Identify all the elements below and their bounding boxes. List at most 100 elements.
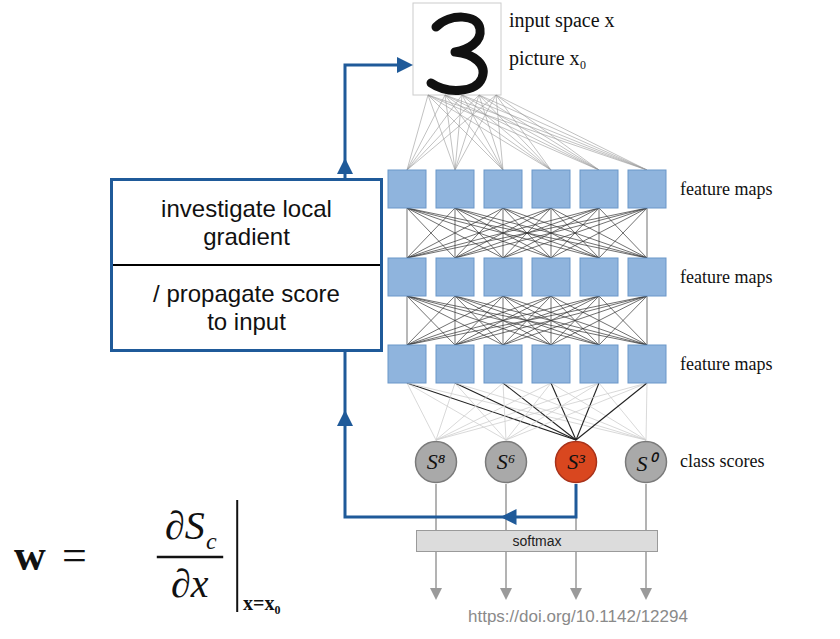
class-score-label: S⁰ [637,447,656,477]
box-text: / propagate score to input [147,280,347,335]
feature-map-square [484,258,522,296]
weight-line [503,383,506,440]
weight-line [599,296,647,345]
feature-map-square [388,345,426,383]
feature-map-squares [388,170,666,383]
formula-strokes [157,500,237,612]
text-block: / propagate score to input [113,266,380,349]
feature-map-square [484,345,522,383]
weight-line [407,296,599,345]
weight-line [496,95,599,170]
weight-line [436,383,647,440]
weight-line [503,296,647,345]
weight-line [496,95,551,170]
feature-map-square [388,170,426,208]
softmax-bar: softmax [416,530,658,552]
weight-line [407,208,455,258]
box-text: investigate local gradient [147,195,347,250]
class-score-label: S³ [567,449,585,475]
weight-line [428,95,551,170]
weight-line [407,296,455,345]
weight-line [496,95,503,170]
weight-line [599,383,646,440]
circle-shape [556,442,597,483]
feature-map-square [580,345,618,383]
softmax-label: softmax [512,531,561,551]
weight-line [599,208,647,258]
weight-line [576,383,647,440]
weight-line [647,208,648,258]
feature-map-square [532,345,570,383]
weight-line [445,95,647,170]
output-arrow-head [640,588,652,600]
weight-line [503,208,647,258]
weight-line [407,208,647,258]
weight-line [407,296,503,345]
weight-line [436,383,551,440]
weight-line [551,208,647,258]
weight-line [455,296,647,345]
text-block: investigate local gradient [113,181,380,266]
weight-line [407,95,479,170]
process-box: investigate local gradient / propagate sc… [110,178,383,352]
class-score-label: S⁶ [497,449,516,475]
weight-line [407,296,599,345]
weight-line [455,208,647,258]
weight-line [506,383,647,440]
formula-subscript: x=x₀ [243,592,280,615]
weight-line [479,95,647,170]
formula-symbol: = [62,530,87,581]
weight-line [506,383,551,440]
arrow-head [501,509,517,525]
weight-line [407,95,445,170]
weight-line [407,296,503,345]
weight-line [455,383,506,440]
weight-line [599,208,647,258]
weight-line [407,208,455,258]
layer-label: feature maps [680,354,772,375]
formula-symbol: ∂x [171,560,209,607]
evaluation-bar [236,500,238,612]
weight-line [407,208,408,258]
arrow-head [337,158,353,174]
weight-line [551,383,576,440]
feature-map-square [628,170,666,208]
circle-shape [486,442,527,483]
layer-label: feature maps [680,179,772,200]
circle-shape [416,442,457,483]
class-score-circle: S³ [554,440,598,484]
weight-line [407,208,599,258]
weight-line [551,296,647,345]
weight-line [551,383,646,440]
picture-heading: picture x₀ [509,47,587,70]
feature-map-square [484,170,522,208]
feature-map-square [532,258,570,296]
feature-map-square [436,345,474,383]
picture-heading: input space x [509,9,615,32]
weight-line [506,383,599,440]
weight-line [503,208,647,258]
circle-shape [626,442,667,483]
weight-line [599,296,647,345]
feature-map-square [388,258,426,296]
formula-subscript: c [206,528,217,555]
weight-line [551,296,647,345]
weight-line [455,95,496,170]
weight-line [428,95,647,170]
weight-line [407,296,455,345]
weight-line [407,296,551,345]
weight-line [445,95,551,170]
class-score-circle: S⁰ [624,440,668,484]
digit-three [431,17,483,90]
weight-line [407,208,551,258]
layer-label: feature maps [680,267,772,288]
weight-line [455,296,647,345]
weight-line [407,208,647,258]
weight-line [646,383,647,440]
feature-map-square [436,170,474,208]
weight-line [479,95,599,170]
weight-line [407,95,496,170]
weight-line [455,208,647,258]
feature-map-square [628,345,666,383]
weight-line [647,296,648,345]
